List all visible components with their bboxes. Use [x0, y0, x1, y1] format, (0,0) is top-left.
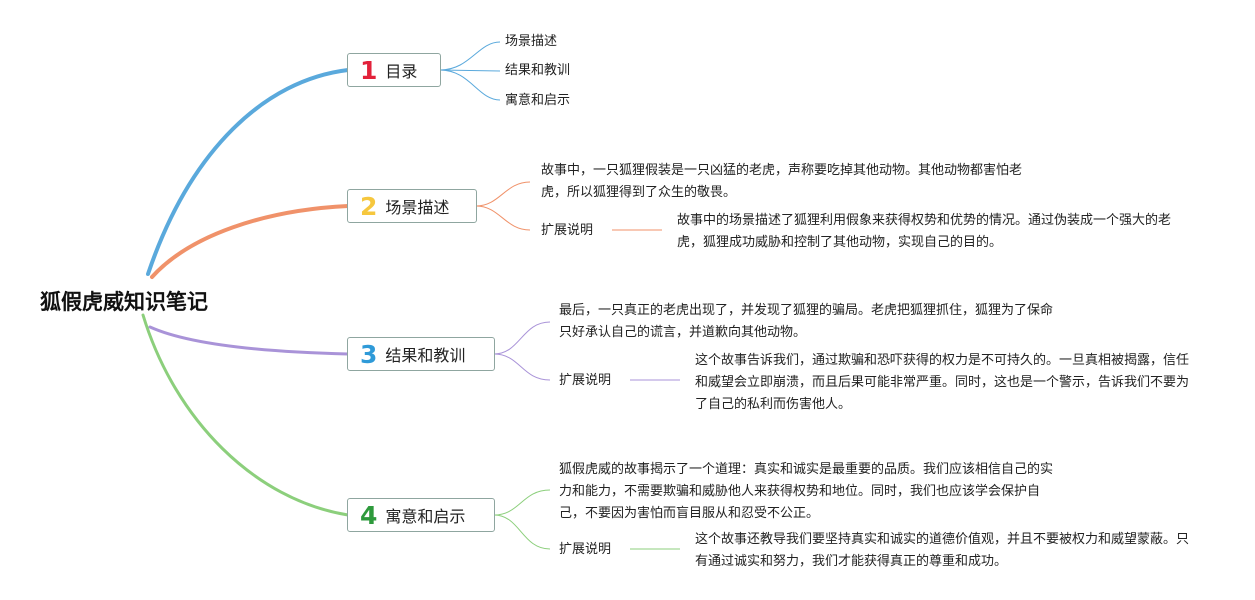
topic-1-sub-links [439, 41, 501, 101]
topic-label: 寓意和启示 [385, 507, 466, 526]
topic-3-text[interactable]: 最后，一只真正的老虎出现了，并发现了狐狸的骗局。老虎把狐狸抓住，狐狸为了保命只好… [559, 303, 1054, 340]
branch-line-3 [148, 325, 350, 356]
number-badge-1: 1 [360, 55, 378, 85]
topic-moral-insight[interactable]: 4 寓意和启示 [347, 498, 495, 532]
subtopic-scene[interactable]: 场景描述 [505, 34, 558, 49]
topic-2-sub-links [475, 181, 662, 231]
branch-line-2 [150, 204, 350, 279]
topic-2-extension-label[interactable]: 扩展说明 [541, 223, 594, 238]
subtopic-result[interactable]: 结果和教训 [505, 63, 571, 78]
topic-2-text[interactable]: 故事中，一只狐狸假装是一只凶猛的老虎，声称要吃掉其他动物。其他动物都害怕老虎，所… [541, 163, 1023, 200]
topic-4-text[interactable]: 狐假虎威的故事揭示了一个道理：真实和诚实是最重要的品质。我们应该相信自己的实力和… [559, 462, 1054, 521]
topic-4-extension-text[interactable]: 这个故事还教导我们要坚持真实和诚实的道德价值观，并且不要被权力和威望蒙蔽。只有通… [695, 532, 1190, 569]
topic-result-lesson[interactable]: 3 结果和教训 [347, 337, 495, 371]
topic-label: 目录 [385, 62, 418, 81]
topic-label: 场景描述 [385, 198, 450, 217]
topic-3-sub-links [493, 321, 680, 381]
branch-line-1 [146, 68, 350, 276]
topic-4-sub-links [493, 489, 680, 550]
branch-line-4 [141, 313, 350, 517]
topic-3-extension-text[interactable]: 这个故事告诉我们，通过欺骗和恐吓获得的权力是不可持久的。一旦真相被揭露，信任和威… [695, 353, 1190, 412]
subtopic-moral[interactable]: 寓意和启示 [505, 93, 571, 108]
topic-scene-description[interactable]: 2 场景描述 [347, 189, 477, 223]
topic-4-extension-label[interactable]: 扩展说明 [559, 542, 612, 557]
topic-label: 结果和教训 [385, 346, 466, 365]
number-badge-3: 3 [360, 339, 378, 369]
number-badge-2: 2 [360, 191, 378, 221]
number-badge-4: 4 [360, 500, 378, 530]
topic-3-extension-label[interactable]: 扩展说明 [559, 373, 612, 388]
root-topic-title[interactable]: 狐假虎威知识笔记 [40, 290, 208, 314]
topic-2-extension-text[interactable]: 故事中的场景描述了狐狸利用假象来获得权势和优势的情况。通过伪装成一个强大的老虎，… [677, 213, 1172, 250]
topic-catalog[interactable]: 1 目录 [347, 53, 441, 87]
